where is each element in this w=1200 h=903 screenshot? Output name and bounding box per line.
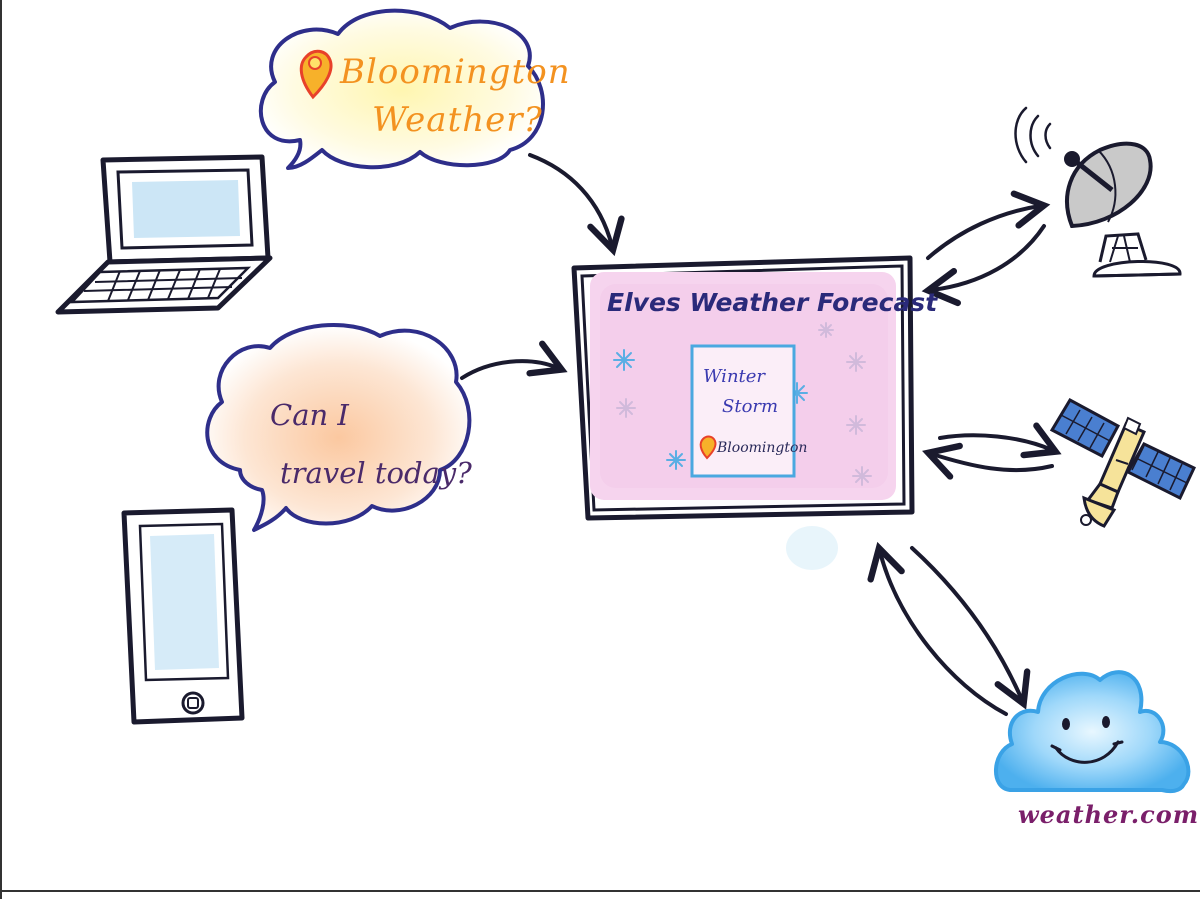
query-bubble-line1: Bloomington: [340, 52, 571, 92]
card-line1: Winter: [703, 366, 766, 387]
query-speech-bubble: [259, 8, 545, 170]
satellite-icon: [1049, 397, 1196, 528]
faded-snowflake-icon: [616, 398, 636, 418]
question-bubble-line2: travel today?: [280, 456, 472, 490]
snowflake-icon: [666, 450, 686, 470]
arrow-screen-to-cloud: [910, 546, 1031, 710]
question-thought-bubble: [205, 322, 472, 532]
snowflake-icon: [613, 349, 635, 371]
card-location-pin-icon: [699, 435, 717, 460]
satellite-dish-icon: [1014, 106, 1182, 278]
arrow-dish-to-screen: [921, 224, 1046, 307]
faded-snowflake-icon: [846, 352, 866, 372]
arrow-cloud-to-screen: [867, 541, 1008, 716]
card-line2: Storm: [722, 396, 779, 417]
faded-snowflake-icon: [818, 322, 834, 338]
smiling-cloud-icon: [994, 670, 1191, 794]
phone-icon: [121, 507, 245, 725]
arrow-screen-to-dish: [926, 190, 1051, 260]
arrow-satellite-to-screen: [922, 442, 1054, 480]
laptop-icon: [55, 154, 273, 315]
arrow-question-to-screen: [460, 340, 568, 380]
query-bubble-line2: Weather?: [372, 100, 543, 140]
snowflake-icon: [786, 382, 808, 404]
brand-label: weather.com: [1018, 800, 1200, 829]
arrow-query-to-screen: [528, 153, 625, 257]
question-bubble-line1: Can I: [270, 398, 349, 432]
faded-snowflake-icon: [846, 415, 866, 435]
screen-title: Elves Weather Forecast: [607, 288, 938, 317]
screen-reflection: [786, 526, 838, 570]
card-location: Bloomington: [717, 440, 808, 456]
location-pin-icon: [299, 49, 333, 100]
faded-snowflake-icon: [852, 466, 872, 486]
arrow-screen-to-satellite: [938, 422, 1062, 459]
